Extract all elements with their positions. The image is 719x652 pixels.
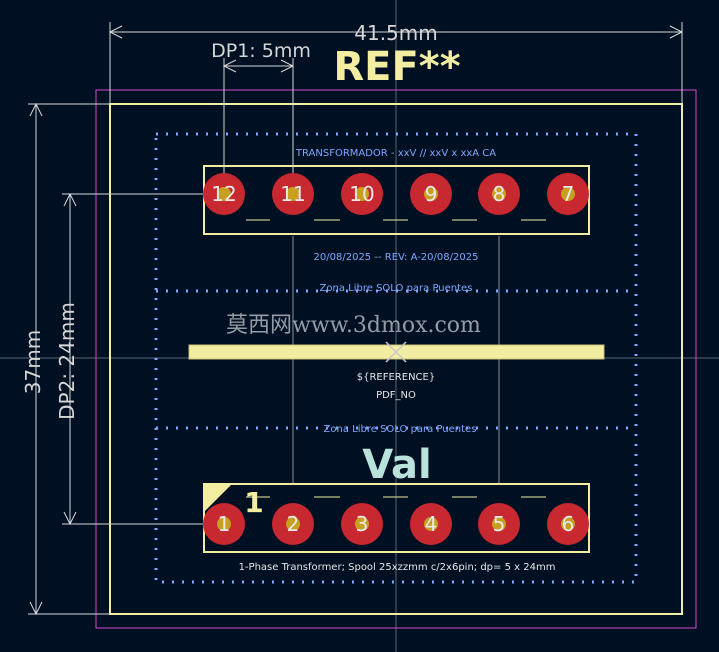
bottom-pad-3: 3 bbox=[341, 503, 383, 545]
pad-number: 7 bbox=[562, 182, 575, 206]
pad-drill bbox=[355, 517, 369, 531]
pad-number: 10 bbox=[349, 182, 374, 206]
bottom-pad-row: 1 2 3 4 5 6 bbox=[203, 503, 589, 545]
top-pad-row: 12 11 10 9 8 7 bbox=[203, 173, 589, 215]
zone-guide-lines bbox=[292, 236, 500, 484]
pad-drill bbox=[561, 187, 575, 201]
pin1-indicator bbox=[204, 484, 232, 512]
top-pad-7: 7 bbox=[547, 173, 589, 215]
pad-drill bbox=[492, 187, 506, 201]
description-text: 1-Phase Transformer; Spool 25xzzmm c/2x6… bbox=[239, 562, 556, 573]
bottom-pad-1: 1 bbox=[203, 503, 245, 545]
body-outline bbox=[109, 103, 683, 615]
dp2-dimension-label: DP2: 24mm bbox=[55, 302, 79, 420]
pad-drill bbox=[286, 517, 300, 531]
top-pad-11: 11 bbox=[272, 173, 314, 215]
value-label: Val bbox=[362, 442, 431, 488]
pad-number: 11 bbox=[280, 182, 305, 206]
width-dimension-label: 41.5mm bbox=[354, 21, 438, 45]
date-revision-text: 20/08/2025 -- REV: A-20/08/2025 bbox=[314, 252, 479, 263]
pad-number: 8 bbox=[493, 182, 506, 206]
reference-designator: REF** bbox=[333, 44, 460, 90]
pad-number: 9 bbox=[425, 182, 438, 206]
pad-number: 1 bbox=[218, 512, 231, 536]
pdf-number-text: PDF_NO bbox=[376, 390, 416, 401]
bottom-pad-5: 5 bbox=[478, 503, 520, 545]
pad-number: 12 bbox=[211, 182, 236, 206]
pad-drill bbox=[424, 517, 438, 531]
pad-drill bbox=[217, 187, 231, 201]
pad-number: 2 bbox=[287, 512, 300, 536]
top-pad-12: 12 bbox=[203, 173, 245, 215]
top-pad-10: 10 bbox=[341, 173, 383, 215]
origin-marker bbox=[385, 341, 407, 363]
pad-drill bbox=[424, 187, 438, 201]
reference-field-text: ${REFERENCE} bbox=[357, 372, 435, 383]
dp1-dimension-label: DP1: 5mm bbox=[211, 40, 311, 62]
zone-bottom-text: Zona Libre SOLO para Puentes bbox=[324, 424, 477, 435]
pad-number: 3 bbox=[356, 512, 369, 536]
top-pad-9: 9 bbox=[410, 173, 452, 215]
pad-number: 4 bbox=[425, 512, 438, 536]
pad-drill bbox=[492, 517, 506, 531]
dimension-lines bbox=[28, 22, 684, 616]
bottom-pad-6: 6 bbox=[547, 503, 589, 545]
pad-drill bbox=[561, 517, 575, 531]
height-dimension-label: 37mm bbox=[21, 330, 45, 394]
pad-drill bbox=[286, 187, 300, 201]
courtyard-outline bbox=[95, 89, 697, 629]
fab-zone-outline bbox=[154, 132, 638, 584]
pad-number: 5 bbox=[493, 512, 506, 536]
watermark: 莫西网www.3dmox.com bbox=[226, 313, 481, 338]
pad-number: 6 bbox=[562, 512, 575, 536]
transformer-text: TRANSFORMADOR - xxV // xxV x xxA CA bbox=[295, 148, 496, 159]
bottom-pad-2: 2 bbox=[272, 503, 314, 545]
zone-top-text: Zona Libre SOLO para Puentes bbox=[320, 283, 473, 294]
pin1-label: 1 bbox=[244, 486, 263, 519]
pad-drill bbox=[217, 517, 231, 531]
pad-drill bbox=[355, 187, 369, 201]
top-pad-8: 8 bbox=[478, 173, 520, 215]
bottom-pad-4: 4 bbox=[410, 503, 452, 545]
